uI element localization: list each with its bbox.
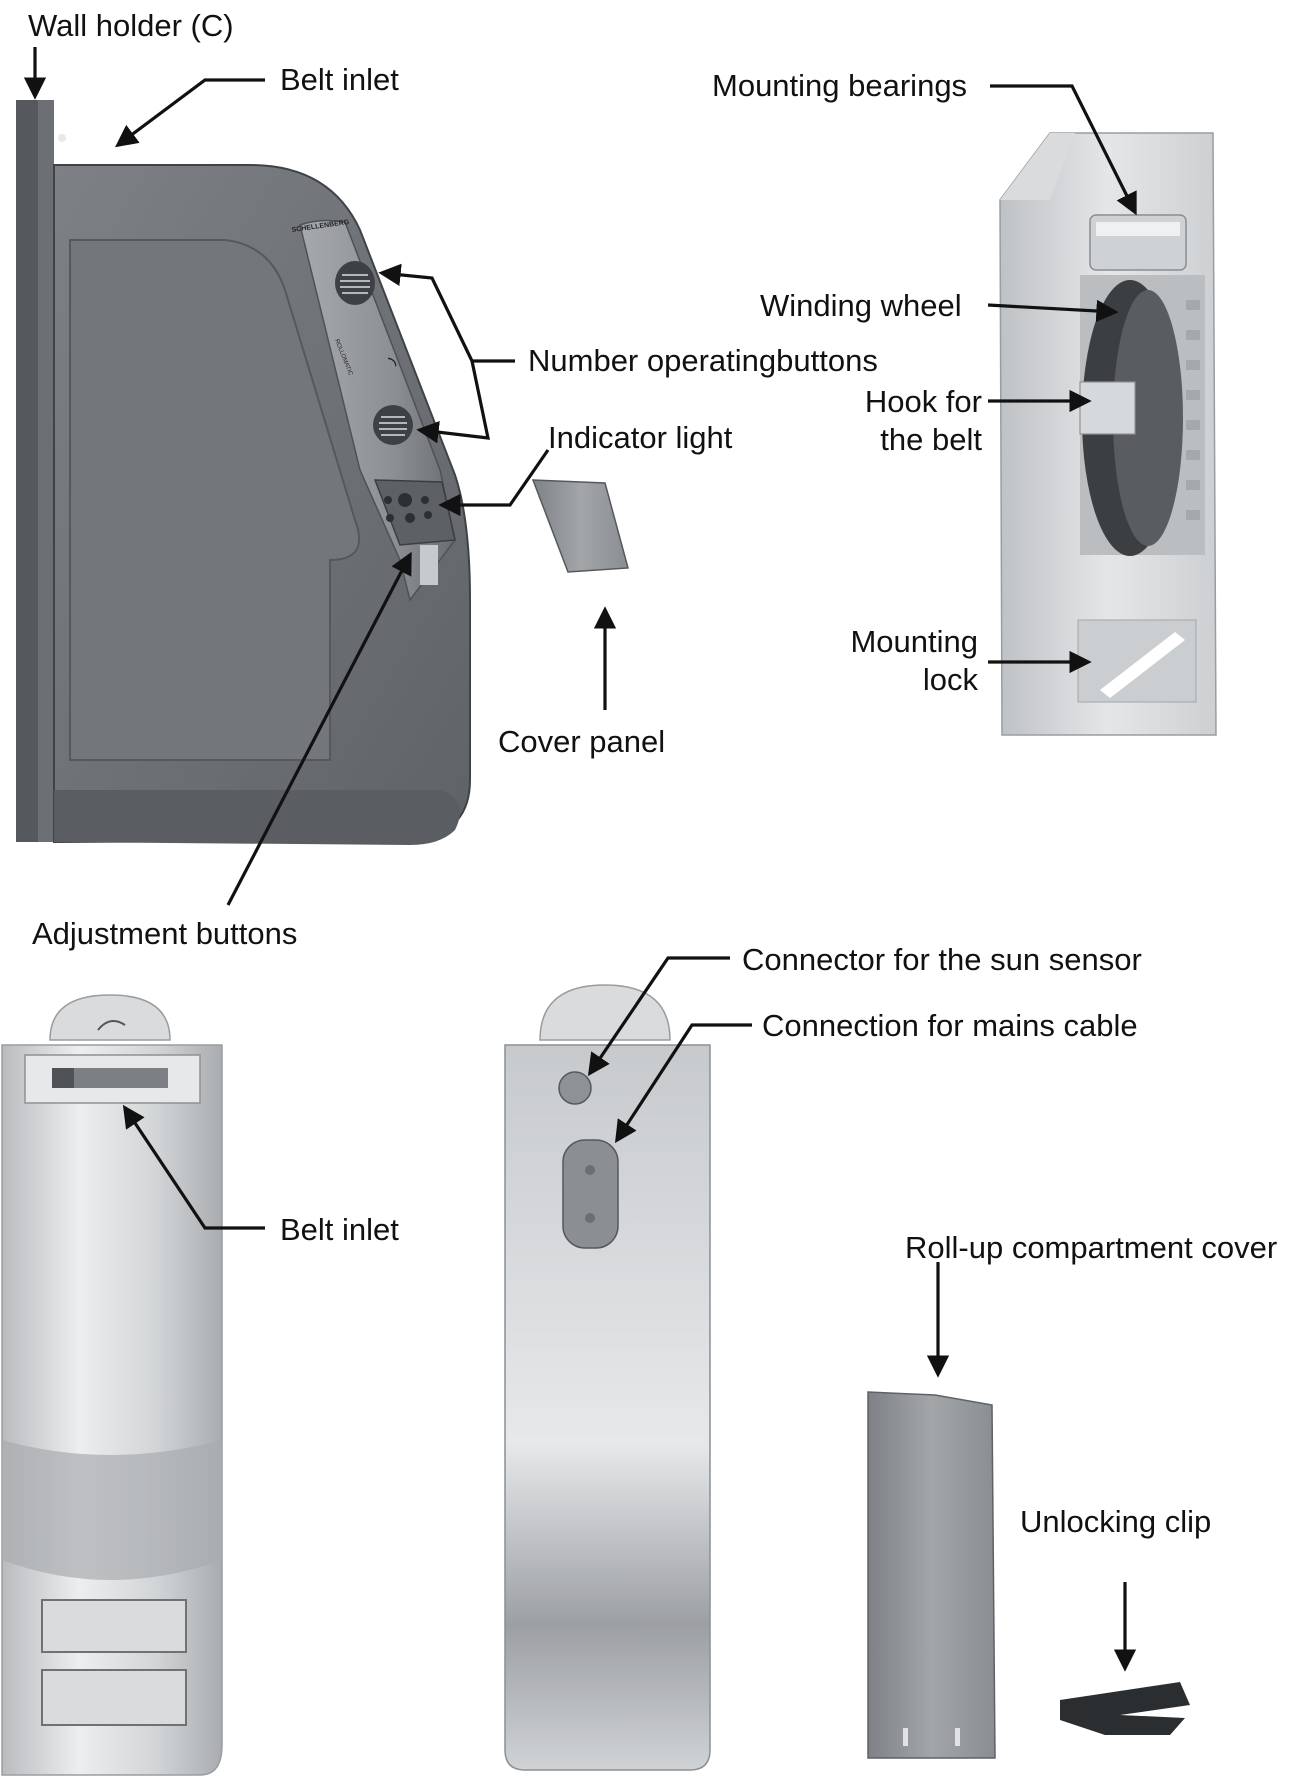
housing-side-panel — [69, 239, 360, 761]
lower-operating-button — [373, 405, 413, 445]
label-belt-inlet-bottom: Belt inlet — [280, 1212, 399, 1247]
label-adjustment-buttons: Adjustment buttons — [32, 916, 297, 951]
open-unit-illustration — [999, 132, 1217, 736]
adjustment-panel — [373, 479, 456, 585]
labels: Wall holder (C) Belt inlet Number operat… — [28, 8, 1277, 1539]
rear-housing — [1, 1044, 223, 1776]
belt-hook — [1079, 381, 1136, 435]
label-cover-panel: Cover panel — [498, 724, 665, 759]
unlocking-clip-part — [1060, 1682, 1190, 1735]
mains-cable-connection — [562, 1139, 619, 1249]
label-mounting-lock-2: lock — [923, 662, 979, 697]
connector-housing — [504, 1044, 711, 1771]
label-mounting-lock-1: Mounting — [850, 624, 978, 659]
label-hook-for-belt-1: Hook for — [865, 384, 982, 419]
label-indicator-light: Indicator light — [548, 420, 733, 455]
label-connector-sun-sensor: Connector for the sun sensor — [742, 942, 1142, 977]
connector-view-illustration — [504, 984, 711, 1771]
label-number-operating-buttons: Number operatingbuttons — [528, 343, 878, 378]
label-unlocking-clip: Unlocking clip — [1020, 1504, 1211, 1539]
upper-operating-button — [335, 261, 375, 305]
arrows — [23, 47, 1137, 1672]
sun-sensor-connector — [558, 1071, 592, 1105]
label-hook-for-belt-2: the belt — [880, 422, 982, 457]
label-connection-mains-cable: Connection for mains cable — [762, 1008, 1138, 1043]
rollup-cover-part — [867, 1391, 996, 1759]
label-wall-holder: Wall holder (C) — [28, 8, 234, 43]
radio-icon: ◝ — [388, 353, 397, 378]
rear-view-illustration — [1, 994, 223, 1776]
assembled-unit-illustration: SCHELLENBERG ROLLOMATIC ◝ — [16, 100, 471, 845]
label-belt-inlet-top: Belt inlet — [280, 62, 399, 97]
cover-panel-part — [531, 479, 629, 573]
label-rollup-compartment-cover: Roll-up compartment cover — [905, 1230, 1277, 1265]
label-winding-wheel: Winding wheel — [760, 288, 962, 323]
rollup-cover-illustration — [867, 1391, 996, 1759]
mounting-lock — [1077, 619, 1197, 703]
label-mounting-bearings: Mounting bearings — [712, 68, 967, 103]
